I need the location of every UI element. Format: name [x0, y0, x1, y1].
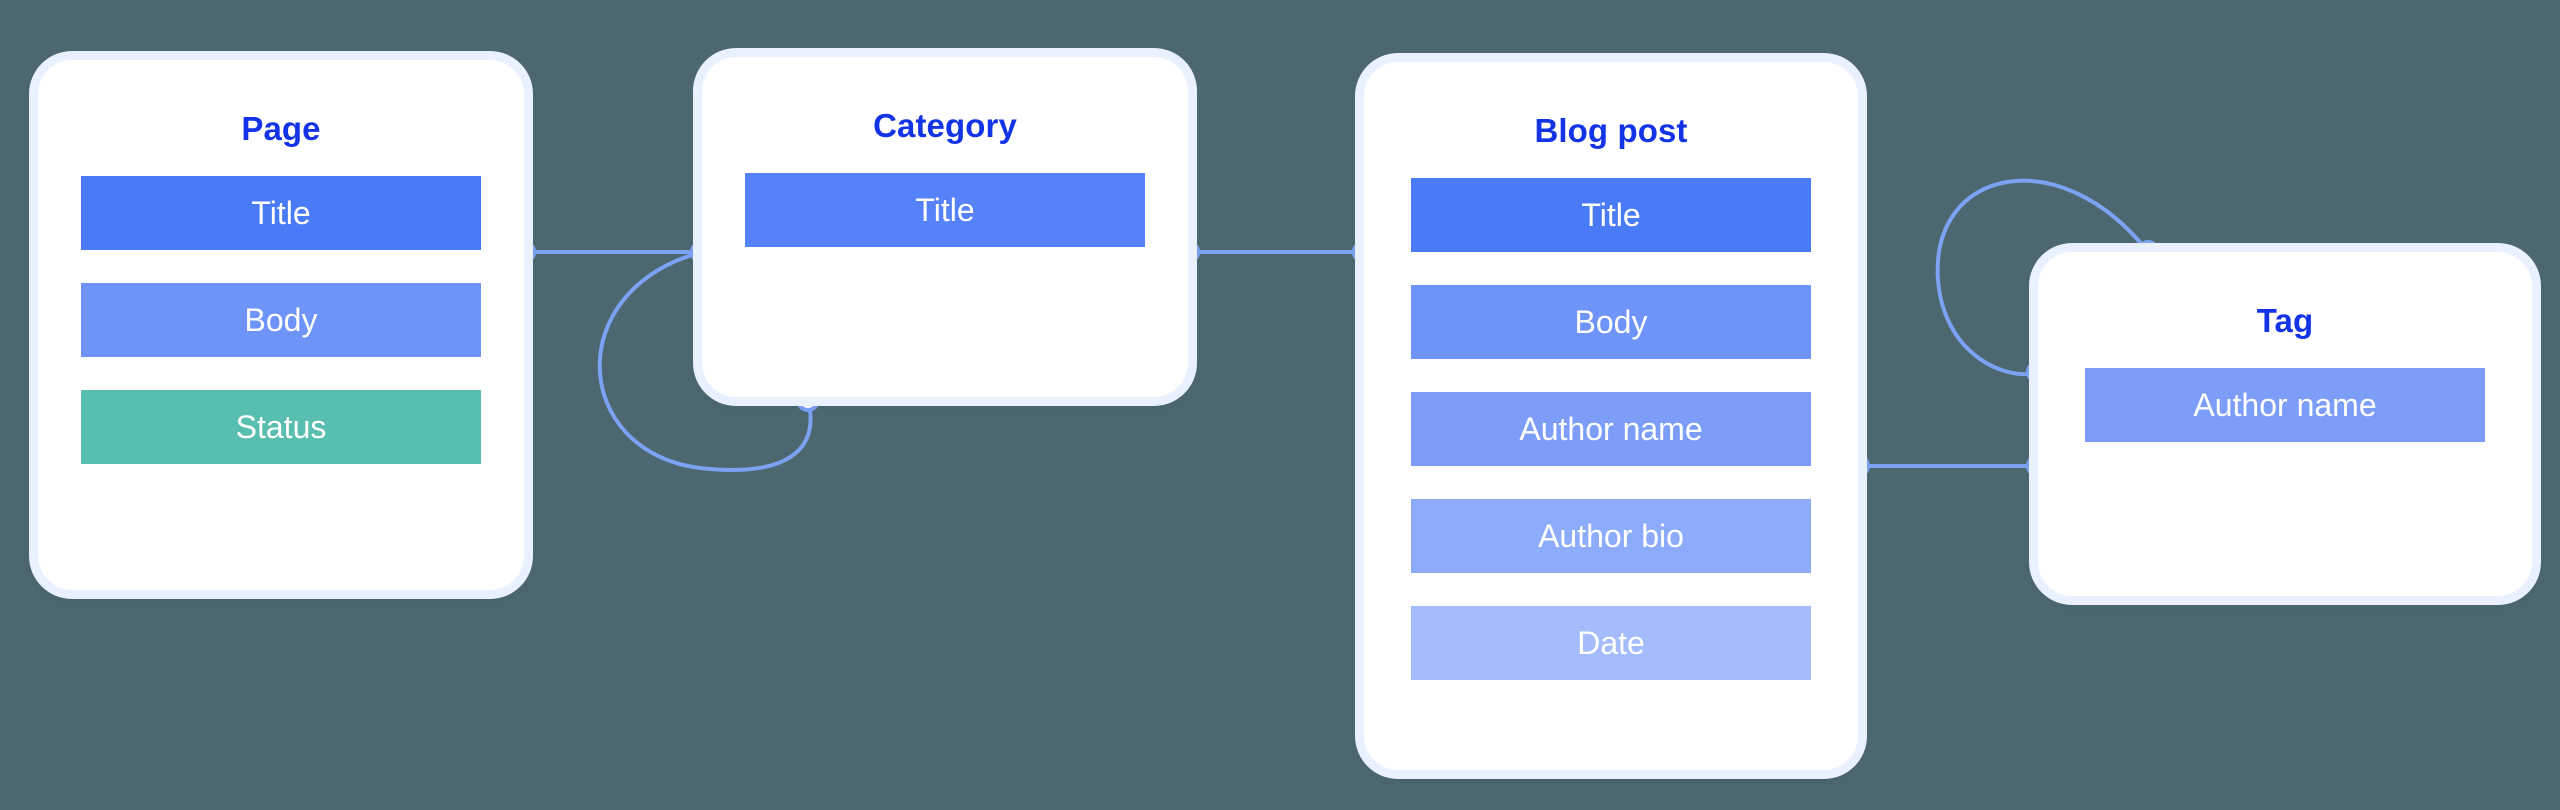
field-blogpost-author-bio[interactable]: Author bio: [1411, 499, 1811, 573]
entity-title-category: Category: [873, 107, 1017, 144]
field-page-body[interactable]: Body: [81, 283, 481, 357]
field-blogpost-title[interactable]: Title: [1411, 178, 1811, 252]
field-blogpost-body[interactable]: Body: [1411, 285, 1811, 359]
entity-card-blogpost[interactable]: Blog post Title Body Author name Author …: [1364, 62, 1858, 770]
field-blogpost-date[interactable]: Date: [1411, 606, 1811, 680]
entity-card-page[interactable]: Page Title Body Status: [38, 60, 524, 590]
field-list-tag: Author name: [2038, 368, 2532, 442]
field-list-blogpost: Title Body Author name Author bio Date: [1364, 178, 1858, 680]
field-list-category: Title: [702, 173, 1188, 247]
field-page-status[interactable]: Status: [81, 390, 481, 464]
field-page-title[interactable]: Title: [81, 176, 481, 250]
entity-title-blogpost: Blog post: [1534, 112, 1688, 149]
entity-card-tag[interactable]: Tag Author name: [2038, 252, 2532, 596]
entity-title-tag: Tag: [2256, 302, 2314, 339]
entity-title-page: Page: [241, 110, 321, 147]
field-list-page: Title Body Status: [38, 176, 524, 464]
entity-card-category[interactable]: Category Title: [702, 57, 1188, 397]
field-tag-author-name[interactable]: Author name: [2085, 368, 2485, 442]
field-blogpost-author-name[interactable]: Author name: [1411, 392, 1811, 466]
field-category-title[interactable]: Title: [745, 173, 1145, 247]
